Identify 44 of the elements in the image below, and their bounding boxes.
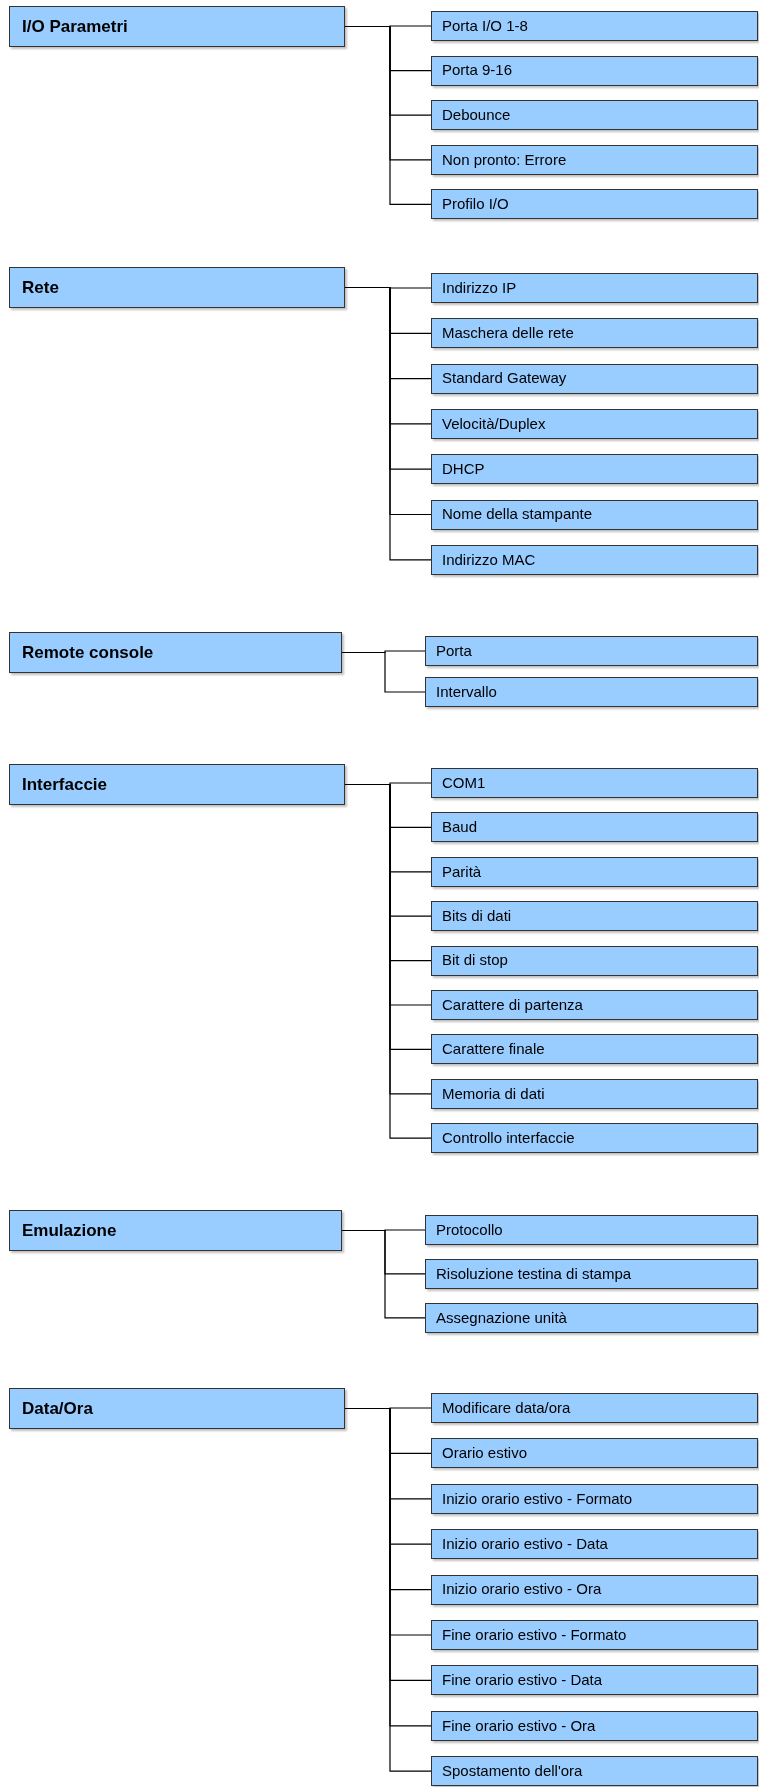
category-box: Emulazione <box>9 1210 342 1251</box>
item-box: Fine orario estivo - Ora <box>431 1710 758 1741</box>
item-box: Fine orario estivo - Formato <box>431 1620 758 1650</box>
category-box: I/O Parametri <box>9 6 345 47</box>
item-box: Spostamento dell'ora <box>431 1756 758 1787</box>
connector-line <box>341 651 426 693</box>
category-box: Remote console <box>9 632 342 673</box>
item-box: Risoluzione testina di stampa <box>425 1258 758 1289</box>
item-box: Protocollo <box>425 1215 758 1245</box>
item-box: Carattere finale <box>431 1034 758 1065</box>
item-box: Orario estivo <box>431 1438 758 1469</box>
item-box: Bit di stop <box>431 945 758 976</box>
item-box: Profilo I/O <box>431 189 758 220</box>
item-box: Indirizzo MAC <box>431 544 758 575</box>
item-box: Intervallo <box>425 677 758 707</box>
connector-line <box>341 1229 426 1319</box>
item-box: Bits di dati <box>431 901 758 932</box>
category-box: Rete <box>9 267 345 308</box>
item-box: Assegnazione unità <box>425 1302 758 1333</box>
connector-line <box>344 25 432 205</box>
item-box: Inizio orario estivo - Formato <box>431 1483 758 1514</box>
item-box: Non pronto: Errore <box>431 144 758 175</box>
item-box: Standard Gateway <box>431 363 758 394</box>
item-box: Inizio orario estivo - Data <box>431 1529 758 1560</box>
item-box: Baud <box>431 812 758 843</box>
item-box: Carattere di partenza <box>431 990 758 1020</box>
item-box: Porta <box>425 636 758 666</box>
item-box: Memoria di dati <box>431 1078 758 1109</box>
item-box: Debounce <box>431 100 758 131</box>
item-box: Maschera delle rete <box>431 318 758 349</box>
category-box: Interfaccie <box>9 764 345 805</box>
item-box: DHCP <box>431 454 758 485</box>
item-box: Porta I/O 1-8 <box>431 11 758 41</box>
item-box: Fine orario estivo - Data <box>431 1665 758 1696</box>
item-box: Porta 9-16 <box>431 55 758 86</box>
item-box: Controllo interfaccie <box>431 1123 758 1154</box>
item-box: Inizio orario estivo - Ora <box>431 1574 758 1605</box>
item-box: COM1 <box>431 768 758 798</box>
item-box: Modificare data/ora <box>431 1393 758 1423</box>
item-box: Indirizzo IP <box>431 273 758 303</box>
item-box: Parità <box>431 856 758 887</box>
category-box: Data/Ora <box>9 1388 345 1429</box>
item-box: Velocità/Duplex <box>431 408 758 439</box>
item-box: Nome della stampante <box>431 499 758 530</box>
